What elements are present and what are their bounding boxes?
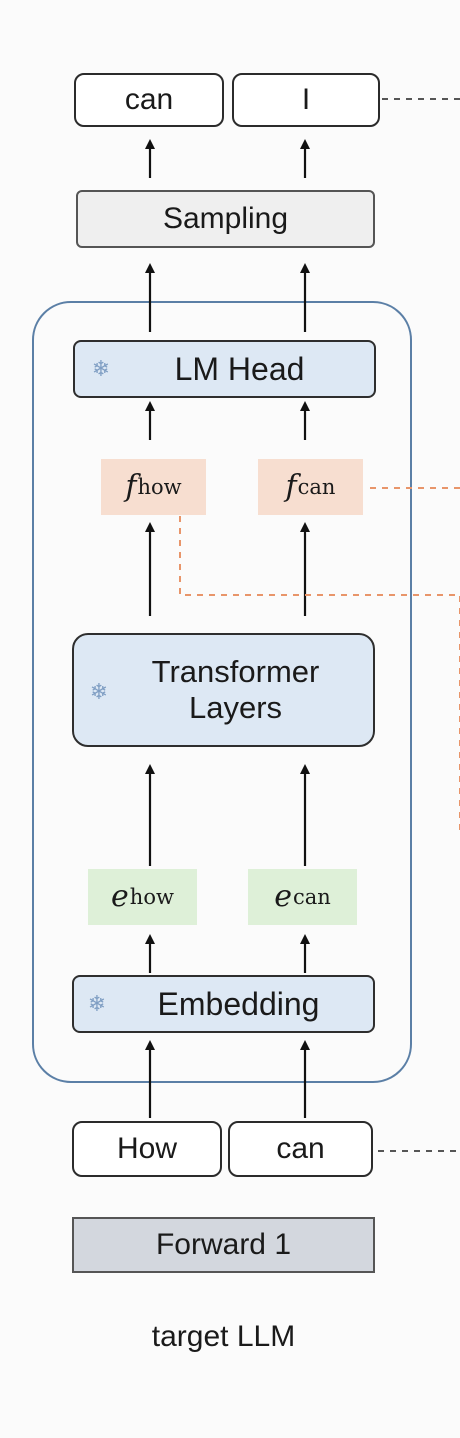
lm-head-label: LM Head [174, 350, 305, 387]
transformer-layers-block: Transformer Layers [72, 633, 375, 747]
embedding-subscript: how [129, 884, 174, 909]
model-frame [32, 301, 412, 1083]
output-token-can: can [74, 73, 224, 127]
embedding-label: Embedding [157, 985, 320, 1022]
feature-subscript: can [297, 474, 336, 499]
embedding-symbol: e [274, 878, 292, 914]
feature-subscript: how [137, 474, 182, 499]
snowflake-icon: ❄ [89, 679, 109, 704]
lm-head-block: LM Head [73, 340, 376, 398]
forward-label-box: Forward 1 [72, 1217, 375, 1273]
dashed-connector-feature-how [179, 516, 460, 835]
feature-symbol: f [125, 468, 137, 504]
input-token-how: How [72, 1121, 222, 1177]
embedding-subscript: can [292, 884, 331, 909]
transformer-label-line1: Transformer [151, 654, 320, 690]
embedding-symbol: e [111, 878, 129, 914]
output-token-i: I [232, 73, 380, 127]
snowflake-icon: ❄ [87, 991, 107, 1016]
transformer-label-line2: Layers [188, 690, 283, 725]
feature-symbol: f [285, 468, 297, 504]
embedding-block: Embedding [72, 975, 375, 1033]
diagram-caption: target LLM [151, 1320, 296, 1353]
arrows [145, 139, 310, 1118]
sampling-block: Sampling [76, 190, 375, 248]
input-token-can: can [228, 1121, 373, 1177]
snowflake-icon: ❄ [91, 356, 111, 381]
